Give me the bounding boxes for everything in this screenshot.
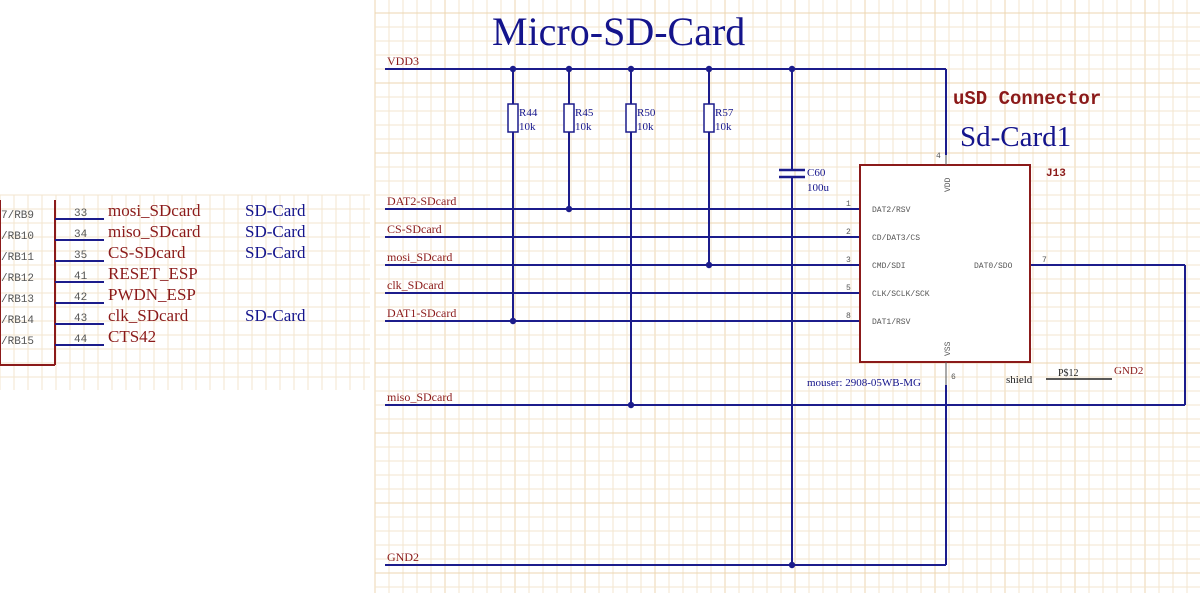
mcu-net-label: clk_SDcard	[108, 306, 189, 325]
svg-text:DAT0/SDO: DAT0/SDO	[974, 262, 1013, 271]
connector-ref: J13	[1046, 168, 1066, 180]
svg-text:DAT1/RSV: DAT1/RSV	[872, 318, 911, 327]
resistor-r44: R44 10k	[507, 69, 538, 321]
svg-text:CMD/SDI: CMD/SDI	[872, 262, 906, 271]
mcu-pin-number: 33	[74, 208, 87, 220]
svg-text:4: 4	[936, 152, 941, 161]
svg-text:10k: 10k	[715, 121, 732, 133]
net-label: CS-SDcard	[387, 222, 442, 236]
net-label: miso_SDcard	[387, 390, 452, 404]
svg-text:6: 6	[951, 373, 956, 382]
svg-text:3: 3	[846, 256, 851, 265]
mcu-net-label: RESET_ESP	[108, 264, 198, 283]
mcu-net-label: miso_SDcard	[108, 222, 201, 241]
shield-pad: P$12	[1058, 368, 1079, 379]
junction-dot	[627, 65, 635, 73]
mcu-pin-number: 34	[74, 229, 88, 241]
svg-text:R45: R45	[575, 107, 594, 119]
mcu-net-label: PWDN_ESP	[108, 285, 196, 304]
svg-text:10k: 10k	[637, 121, 654, 133]
signal-nets: DAT2-SDcard CS-SDcard mosi_SDcard clk_SD…	[385, 194, 1186, 406]
mcu-pin-number: 35	[74, 250, 87, 262]
mcu-net-label: CS-SDcard	[108, 243, 186, 262]
resistor-r57: R57 10k	[703, 69, 734, 265]
svg-text:8: 8	[846, 312, 851, 321]
net-label: clk_SDcard	[387, 278, 444, 292]
mcu-net-tag: SD-Card	[245, 222, 306, 241]
mcu-port-label: /RB12	[1, 273, 34, 285]
mcu-net-tag: SD-Card	[245, 243, 306, 262]
sheet-title: Micro-SD-Card	[492, 9, 745, 54]
svg-text:R50: R50	[637, 107, 656, 119]
shield-net: GND2	[1114, 365, 1143, 377]
svg-text:2: 2	[846, 228, 851, 237]
mcu-pin-number: 41	[74, 271, 88, 283]
mcu-pin-number: 43	[74, 313, 87, 325]
capacitor-c60: C60 100u	[779, 69, 830, 565]
svg-text:R57: R57	[715, 107, 734, 119]
svg-text:1: 1	[846, 200, 851, 209]
svg-text:C60: C60	[807, 167, 826, 179]
mcu-net-tag: SD-Card	[245, 201, 306, 220]
net-label: DAT1-SDcard	[387, 306, 456, 320]
svg-text:R44: R44	[519, 107, 538, 119]
gnd2-rail: GND2	[385, 385, 947, 566]
junction-dot	[627, 401, 635, 409]
rail-label-bottom: GND2	[387, 550, 419, 564]
mcu-port-label: /RB11	[1, 252, 34, 264]
svg-text:VSS: VSS	[944, 341, 953, 356]
mcu-port-label: /RB15	[1, 336, 34, 348]
resistor-r50: R50 10k	[625, 69, 656, 405]
net-label: DAT2-SDcard	[387, 194, 456, 208]
junction-dot	[509, 65, 517, 73]
mcu-port-label: 7/RB9	[1, 210, 34, 222]
net-label: mosi_SDcard	[387, 250, 452, 264]
connector-name: Sd-Card1	[960, 121, 1071, 153]
part-note: mouser: 2908-05WB-MG	[807, 377, 921, 389]
vdd3-rail: VDD3	[385, 54, 947, 155]
junction-dot	[788, 561, 796, 569]
svg-text:CD/DAT3/CS: CD/DAT3/CS	[872, 234, 920, 243]
junctions	[509, 65, 796, 569]
shield-label: shield	[1006, 374, 1033, 386]
junction-dot	[705, 65, 713, 73]
svg-text:DAT2/RSV: DAT2/RSV	[872, 206, 911, 215]
svg-text:10k: 10k	[519, 121, 536, 133]
junction-dot	[565, 205, 573, 213]
junction-dot	[788, 65, 796, 73]
resistor-r45: R45 10k	[563, 69, 594, 209]
junction-dot	[705, 261, 713, 269]
junction-dot	[509, 317, 517, 325]
mcu-pin-number: 44	[74, 334, 88, 346]
junction-dot	[565, 65, 573, 73]
mcu-net-label: mosi_SDcard	[108, 201, 201, 220]
mcu-pin-number: 42	[74, 292, 87, 304]
connector-heading: uSD Connector	[953, 88, 1101, 110]
svg-text:CLK/SCLK/SCK: CLK/SCLK/SCK	[872, 290, 930, 299]
mcu-net-label: CTS42	[108, 327, 156, 346]
mcu-net-tag: SD-Card	[245, 306, 306, 325]
svg-text:5: 5	[846, 284, 851, 293]
mcu-port-label: /RB14	[1, 315, 34, 327]
mcu-port-label: /RB10	[1, 231, 34, 243]
svg-text:10k: 10k	[575, 121, 592, 133]
svg-text:VDD: VDD	[944, 177, 953, 192]
rail-label-top: VDD3	[387, 54, 419, 68]
mcu-port-label: /RB13	[1, 294, 34, 306]
sd-connector: uSD Connector Sd-Card1 J13 4 VDD 6 VSS 7…	[807, 88, 1143, 389]
svg-text:100u: 100u	[807, 182, 830, 194]
svg-text:7: 7	[1042, 256, 1047, 265]
